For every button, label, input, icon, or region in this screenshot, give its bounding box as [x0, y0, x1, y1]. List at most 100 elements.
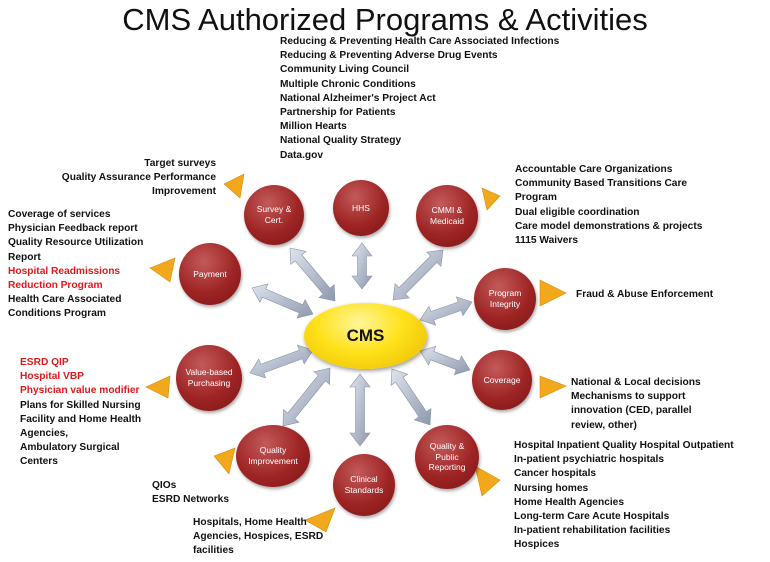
cms-center-node: CMS [304, 303, 427, 369]
list-item: Hospital Readmissions [8, 265, 121, 277]
list-item: National Alzheimer's Project Act [280, 92, 436, 104]
list-item: Care model demonstrations & projects [515, 220, 703, 232]
list-item: innovation (CED, parallel [571, 405, 692, 417]
pointer-reporting [474, 465, 501, 497]
arrow-coverage [419, 345, 471, 376]
list-item: Reduction Program [8, 280, 103, 292]
list-item: ESRD Networks [152, 494, 229, 506]
list-item: Report [8, 251, 41, 263]
list-item: Fraud & Abuse Enforcement [576, 289, 714, 300]
list-vbp: ESRD QIP Hospital VBP Physician value mo… [20, 356, 141, 470]
node-clinical-standards: Clinical Standards [333, 454, 395, 516]
node-integrity-label: Program Integrity [488, 288, 522, 309]
double-arrows [249, 242, 473, 447]
arrow-reporting [390, 368, 432, 426]
list-item: In-patient rehabilitation facilities [514, 525, 671, 537]
list-item: Community Based Transitions Care [515, 178, 688, 190]
list-item: Nursing homes [514, 482, 589, 494]
list-coverage: National & Local decisions Mechanisms to… [571, 376, 701, 433]
pointer-hhs [223, 173, 245, 199]
list-item: Mechanisms to support [571, 391, 686, 403]
list-item: Hospital Inpatient Quality Hospital Outp… [514, 440, 734, 451]
arrow-integrity [419, 296, 473, 326]
list-item: Dual eligible coordination [515, 206, 640, 218]
node-cmmi-medicaid: CMMI & Medicaid [416, 185, 478, 247]
list-item: Centers [20, 456, 58, 468]
list-item: Hospital VBP [20, 371, 84, 383]
list-item: Physician value modifier [20, 385, 140, 397]
list-item: Multiple Chronic Conditions [280, 78, 416, 90]
node-survey-label: Survey & Cert. [256, 204, 292, 225]
list-item: Target surveys [144, 158, 216, 169]
list-clinical: Hospitals, Home Health Agencies, Hospice… [193, 516, 323, 559]
list-item: Agencies, Hospices, ESRD [193, 531, 324, 543]
list-item: Data.gov [280, 149, 324, 161]
list-item: Reducing & Preventing Adverse Drug Event… [280, 50, 498, 62]
list-integrity: Fraud & Abuse Enforcement [576, 288, 713, 302]
arrow-hhs [351, 242, 373, 290]
node-coverage: Coverage [472, 350, 532, 410]
list-item: Ambulatory Surgical [20, 442, 120, 454]
list-hhs: Reducing & Preventing Health Care Associ… [280, 35, 559, 163]
arrow-clinical [349, 373, 371, 447]
list-cmmi: Accountable Care Organizations Community… [515, 163, 702, 248]
list-item: National Quality Strategy [280, 135, 402, 147]
list-item: Partnership for Patients [280, 107, 396, 119]
list-payment: Coverage of services Physician Feedback … [8, 208, 143, 322]
arrow-cmmi [392, 249, 444, 301]
page-title: CMS Authorized Programs & Activities [122, 2, 648, 37]
list-item: Program [515, 192, 557, 204]
list-item: Hospitals, Home Health [193, 517, 307, 528]
pointer-vbp [145, 375, 171, 399]
node-payment-label: Payment [193, 268, 227, 279]
list-item: Conditions Program [8, 308, 106, 320]
list-item: 1115 Waivers [515, 235, 579, 247]
list-item: Hospices [514, 539, 560, 551]
list-item: Million Hearts [280, 121, 347, 133]
arrow-quality-improvement [282, 367, 331, 427]
list-item: Physician Feedback report [8, 223, 138, 235]
list-quality-improvement: QIOs ESRD Networks [152, 479, 229, 507]
list-item: Improvement [152, 186, 216, 198]
list-item: Health Care Associated [8, 294, 122, 306]
pointer-integrity [539, 279, 567, 307]
list-item: Cancer hospitals [514, 468, 597, 480]
node-quality-improvement: Quality Improvement [236, 425, 310, 487]
list-item: Quality Resource Utilization [8, 237, 144, 249]
list-reporting: Hospital Inpatient Quality Hospital Outp… [514, 439, 734, 553]
list-survey: Target surveys Quality Assurance Perform… [40, 157, 216, 200]
list-item: In-patient psychiatric hospitals [514, 454, 665, 466]
node-cmmi-label: CMMI & Medicaid [429, 205, 465, 226]
node-hhs-label: HHS [352, 202, 370, 213]
arrow-vbp [249, 344, 314, 379]
list-item: review, other) [571, 419, 637, 431]
list-item: Coverage of services [8, 209, 111, 220]
pointer-clinical [304, 507, 336, 533]
list-item: Quality Assurance Performance [61, 172, 216, 184]
list-item: ESRD QIP [20, 357, 69, 368]
node-vbp-label: Value-based Purchasing [185, 367, 233, 388]
arrow-payment [251, 283, 314, 319]
node-hhs: HHS [333, 180, 389, 236]
arrow-survey [289, 247, 336, 302]
node-value-based-purchasing: Value-based Purchasing [176, 345, 242, 411]
node-reporting-label: Quality & Public Reporting [428, 441, 466, 473]
list-item: Long-term Care Acute Hospitals [514, 511, 670, 523]
list-item: Facility and Home Health [20, 413, 142, 425]
list-item: Accountable Care Organizations [515, 164, 673, 175]
pointer-quality-improvement [213, 447, 236, 475]
node-quality-public-reporting: Quality & Public Reporting [415, 425, 479, 489]
list-item: Agencies, [20, 428, 69, 440]
node-program-integrity: Program Integrity [474, 268, 536, 330]
list-item: National & Local decisions [571, 377, 701, 388]
pointer-payment [149, 257, 176, 283]
node-coverage-label: Coverage [483, 374, 521, 385]
pointer-coverage [539, 375, 567, 399]
pointer-cmmi [481, 187, 501, 211]
node-survey-cert: Survey & Cert. [244, 185, 304, 245]
list-item: facilities [193, 545, 234, 557]
list-item: Home Health Agencies [514, 496, 625, 508]
node-payment: Payment [179, 243, 241, 305]
list-item: QIOs [152, 480, 177, 491]
